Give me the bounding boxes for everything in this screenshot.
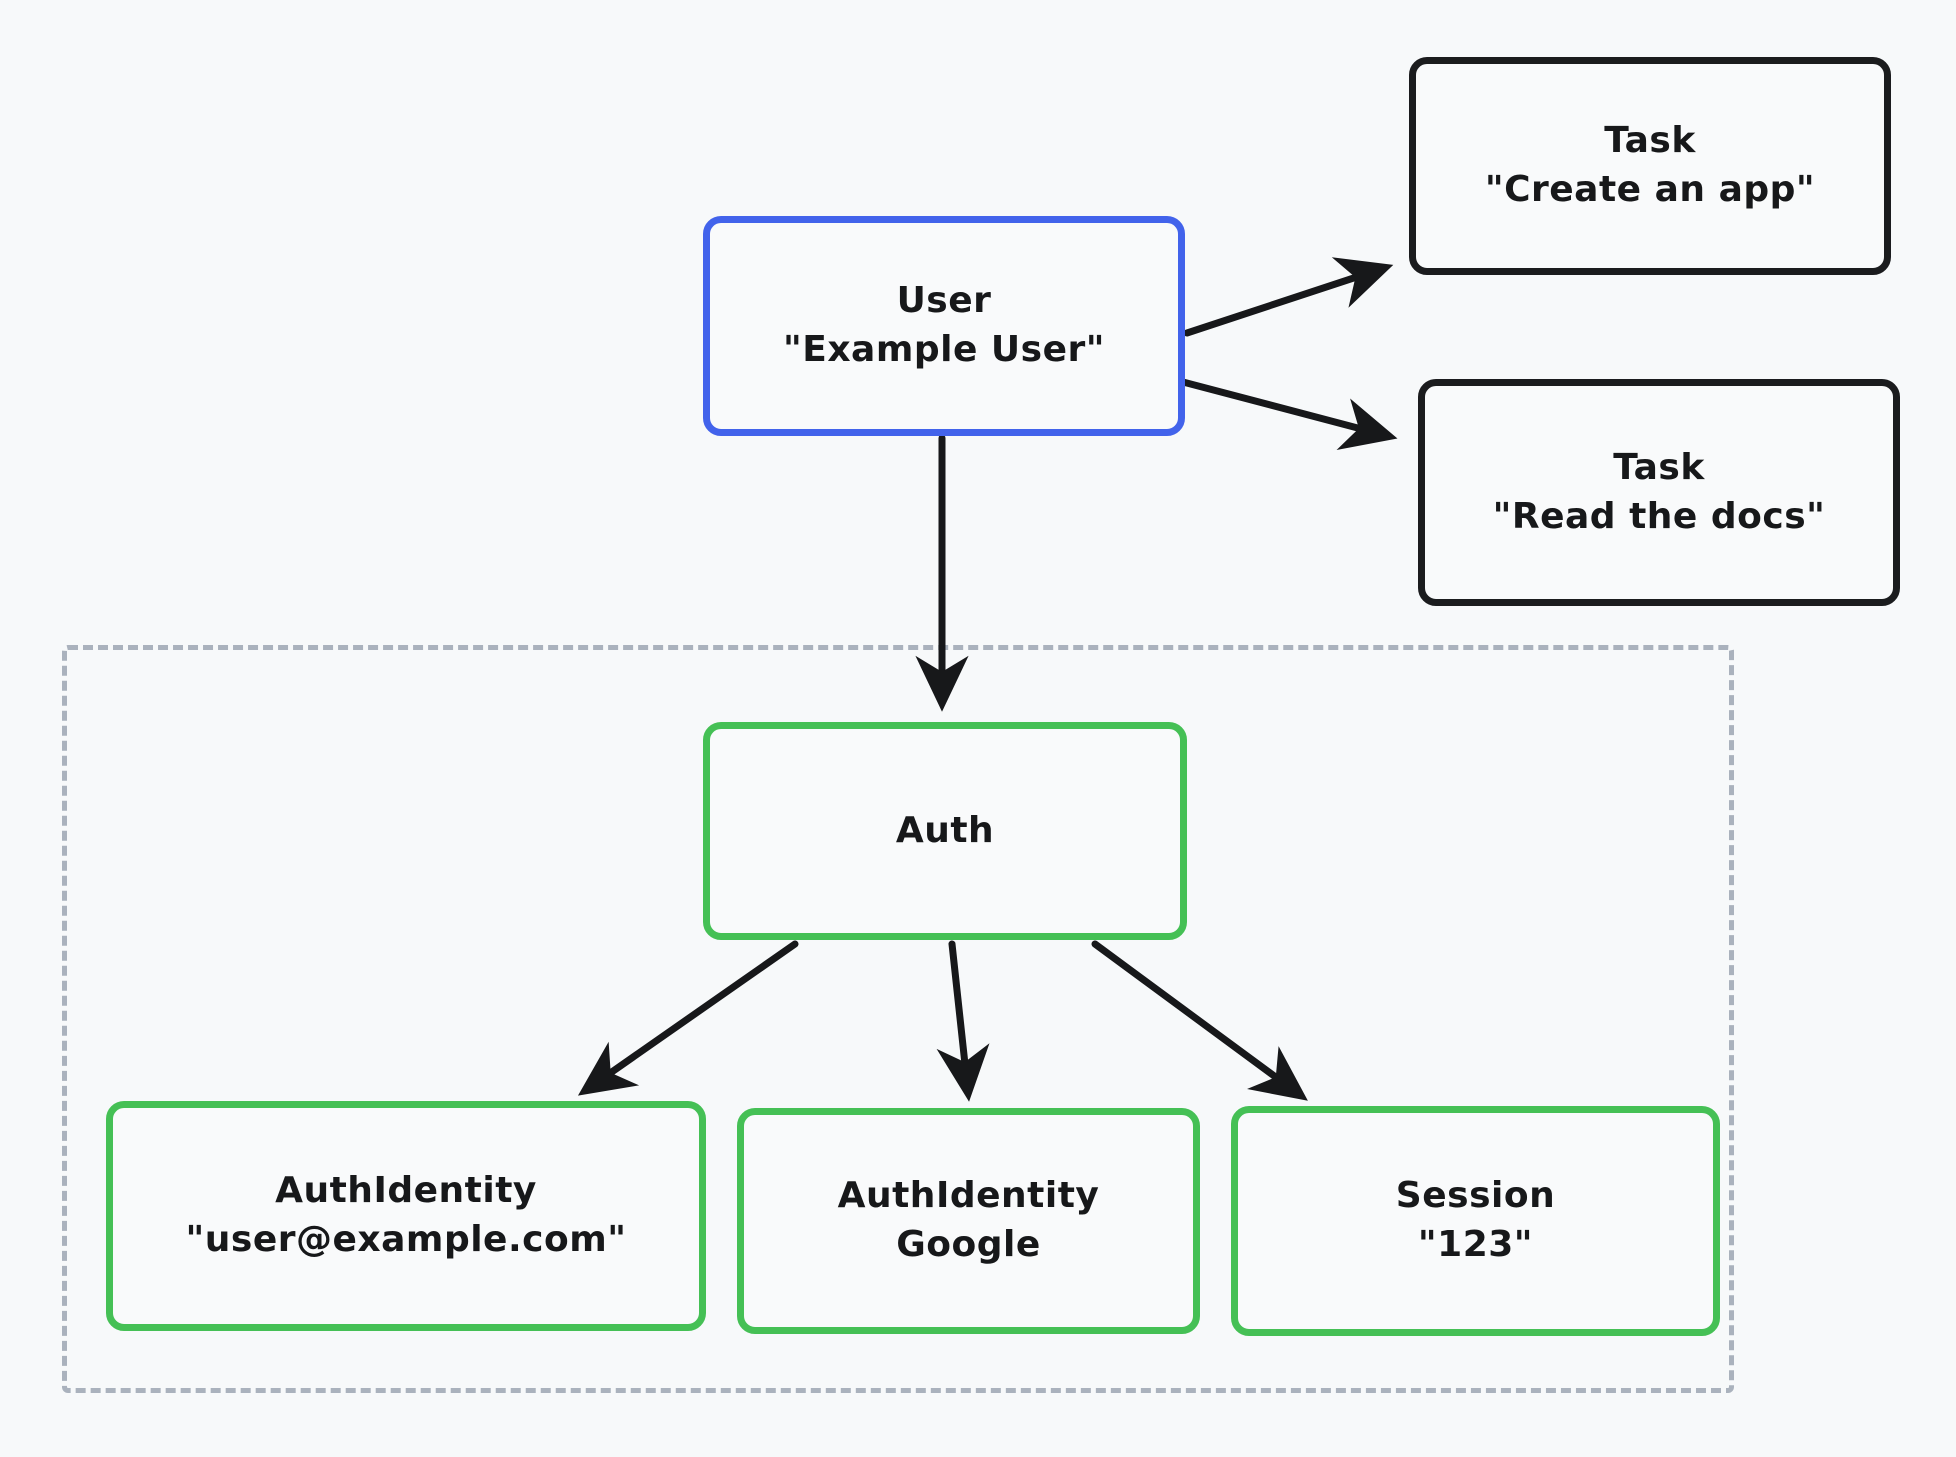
node-session-type-label: Session: [1395, 1175, 1556, 1217]
node-task-2-value-label: "Read the docs": [1492, 495, 1826, 537]
node-user-type-label: User: [896, 280, 992, 322]
node-authidentity-google[interactable]: AuthIdentity Google: [737, 1108, 1200, 1334]
node-task-1-value-label: "Create an app": [1484, 169, 1816, 210]
node-task-1-type-label: Task: [1604, 120, 1696, 162]
node-auth[interactable]: Auth: [703, 722, 1187, 940]
node-task-2-type-label: Task: [1613, 446, 1705, 488]
node-session[interactable]: Session "123": [1231, 1106, 1720, 1336]
edge-user-to-task-read-the-docs: [1179, 378, 1398, 450]
edge-user-to-task-create-an-app: [1183, 257, 1394, 337]
node-user[interactable]: User "Example User": [703, 216, 1185, 436]
node-authidentity-email[interactable]: AuthIdentity "user@example.com": [106, 1101, 706, 1331]
node-session-value-label: "123": [1417, 1224, 1534, 1265]
node-authidentity-email-type-label: AuthIdentity: [275, 1170, 537, 1212]
node-authidentity-google-type-label: AuthIdentity: [837, 1175, 1100, 1217]
auth-group-container: [62, 645, 1734, 1393]
node-task-create-an-app[interactable]: Task "Create an app": [1409, 57, 1891, 275]
node-auth-type-label: Auth: [895, 809, 995, 851]
node-authidentity-email-value-label: "user@example.com": [185, 1219, 627, 1260]
node-authidentity-google-value-label: Google: [896, 1224, 1041, 1265]
node-task-read-the-docs[interactable]: Task "Read the docs": [1418, 379, 1900, 606]
node-user-value-label: "Example User": [782, 329, 1106, 370]
